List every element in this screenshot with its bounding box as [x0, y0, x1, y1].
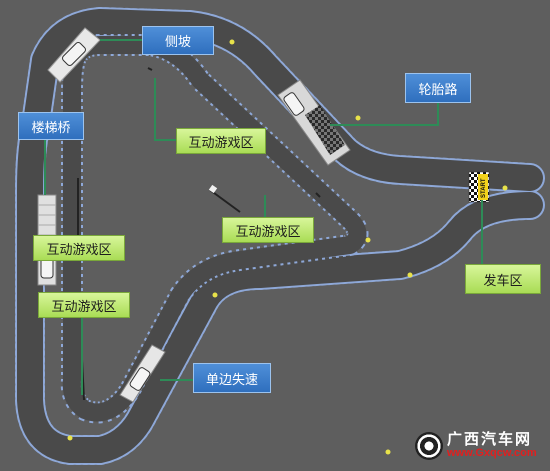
watermark-title: 广西汽车网: [447, 430, 533, 449]
car-icon: [283, 92, 305, 116]
stair-bridge-label: 楼梯桥: [18, 112, 84, 140]
side-slope-label: 侧坡: [142, 26, 214, 55]
tire-road-label: 轮胎路: [405, 73, 471, 103]
single-side-label: 单边失速: [193, 363, 271, 393]
tire-road: [277, 79, 351, 166]
ramp-icon: [208, 184, 218, 194]
watermark-url: www.Gxqcw.com: [447, 447, 537, 460]
car-icon: [129, 367, 151, 391]
tire-track-icon: [305, 105, 345, 155]
start-zone-label: 发车区: [465, 264, 541, 294]
play-zone-label: 互动游戏区: [38, 292, 130, 318]
car-icon: [40, 257, 54, 279]
wheel-logo-icon: [415, 432, 443, 460]
play-zone-label: 互动游戏区: [33, 235, 125, 261]
play-zone-label: 互动游戏区: [222, 217, 314, 243]
single-side-ramp: [119, 344, 166, 403]
watermark: 广西汽车网 www.Gxqcw.com: [415, 425, 547, 467]
start-grid: START: [468, 171, 490, 203]
play-zone-label: 互动游戏区: [176, 128, 266, 154]
start-sign: START: [481, 178, 487, 198]
track-inner: [17, 9, 543, 463]
car-icon: [62, 42, 86, 66]
